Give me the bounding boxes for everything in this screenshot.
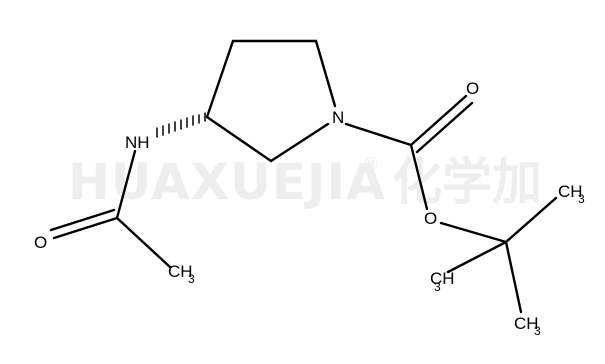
bond-tbu-methyl-left <box>446 240 508 274</box>
acetamide-group <box>49 149 172 269</box>
hashed-wedge-bond <box>156 112 206 138</box>
atom-label-carbonyl-oxygen: O <box>466 79 479 98</box>
bond-c2-c3 <box>205 115 273 163</box>
bond-n1-boc-c <box>344 122 413 147</box>
bond-boc-co-a <box>409 94 468 147</box>
bond-acetyl-co-b <box>49 208 116 232</box>
svg-text:3: 3 <box>578 192 585 206</box>
svg-text:3: 3 <box>434 280 441 294</box>
atom-label-tbu-methyl-bottom: CH 3 <box>514 314 541 338</box>
bond-n1-c2 <box>269 122 330 163</box>
bond-acetyl-c-methyl <box>115 216 172 269</box>
bond-nh-carbonyl-c <box>115 149 137 220</box>
bond-boc-co-b <box>415 101 474 154</box>
svg-text:CH: CH <box>514 314 539 333</box>
atom-label-tbu-methyl-left: CH 3 <box>430 269 455 294</box>
svg-text:CH: CH <box>558 182 583 201</box>
svg-text:3: 3 <box>188 272 195 286</box>
watermark-text: HUAXUEJIA <box>68 153 386 211</box>
atom-label-amide-nh: NH <box>125 133 150 152</box>
watermark-chinese-text: 化学加 <box>392 153 542 211</box>
atom-label-acetyl-methyl: CH 3 <box>168 262 195 286</box>
svg-text:3: 3 <box>534 324 541 338</box>
boc-group <box>344 94 558 314</box>
atom-label-acetyl-oxygen: O <box>34 233 47 252</box>
bond-tbu-methyl-top <box>504 196 558 244</box>
atom-label-ring-nitrogen: N <box>332 108 344 127</box>
bond-boc-c-o <box>409 143 429 211</box>
watermark: HUAXUEJIA ® 化学加 <box>68 153 542 211</box>
watermark-registered-mark: ® <box>362 154 380 175</box>
atom-label-tbu-methyl-top: CH 3 <box>558 182 585 206</box>
bond-tbu-methyl-bottom <box>504 240 523 314</box>
bond-c5-n1 <box>314 39 337 108</box>
atom-label-ester-oxygen: O <box>424 209 437 228</box>
svg-text:CH: CH <box>430 269 455 288</box>
pyrrolidine-ring <box>205 39 337 163</box>
svg-text:CH: CH <box>168 262 193 281</box>
bond-c3-c4 <box>205 39 235 119</box>
bond-acetyl-co-a <box>52 216 119 240</box>
bond-o-tbu-c <box>439 221 508 244</box>
